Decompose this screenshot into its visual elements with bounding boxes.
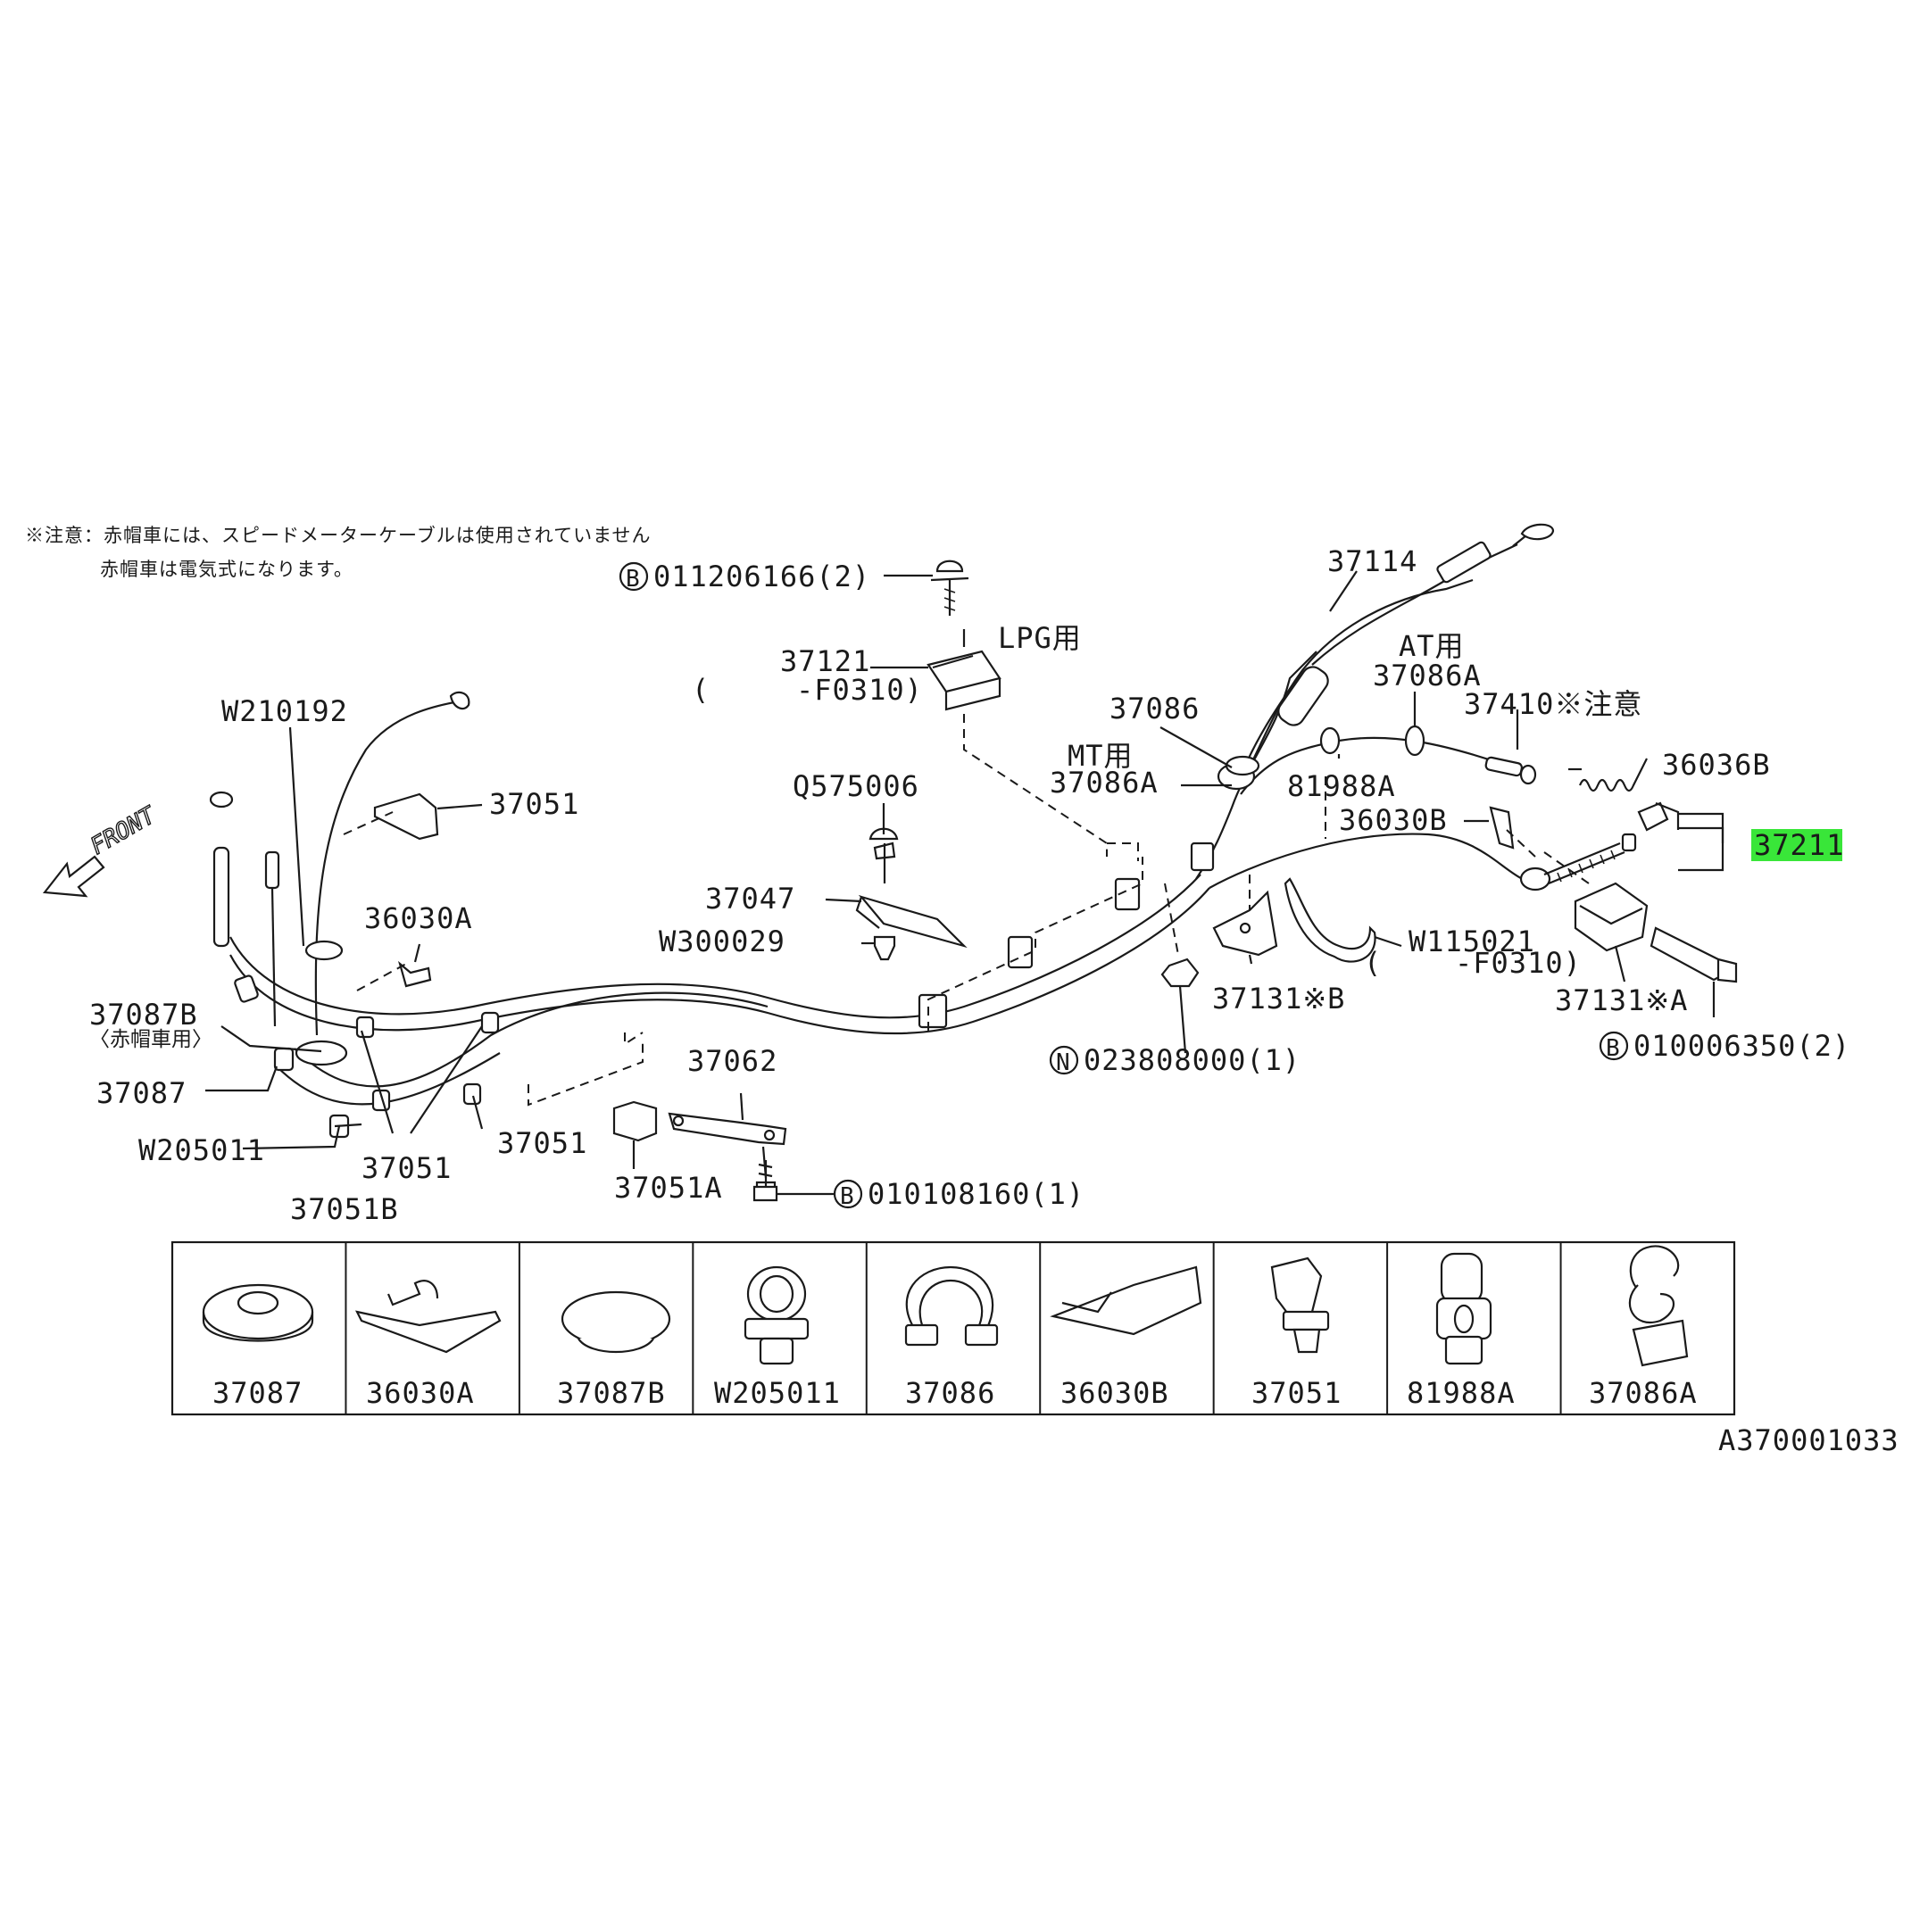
main-cable-bundle — [229, 578, 1541, 1106]
paren-open-b: ( — [1364, 946, 1382, 980]
label-37086A-at: 37086A — [1373, 659, 1482, 692]
label-37051B: 37051B — [290, 1192, 399, 1226]
legend-label-2: 36030A — [366, 1376, 475, 1410]
label-37062: 37062 — [687, 1044, 777, 1078]
part-37121 — [927, 560, 1001, 711]
legend-label-9: 37086A — [1589, 1376, 1698, 1410]
part-37047 — [855, 827, 968, 961]
legend-icon-36030B — [1050, 1265, 1202, 1336]
legend-icon-37051 — [1270, 1256, 1330, 1354]
badge-n-icon — [1049, 1045, 1079, 1075]
bracket-37131A — [1574, 882, 1738, 983]
cable-end-37211 — [1519, 801, 1724, 891]
paren-open-a: ( — [692, 673, 710, 707]
label-w205011: W205011 — [138, 1133, 265, 1167]
legend-icon-W205011 — [744, 1265, 810, 1365]
note-line-1: ※注意：赤帽車には、スピードメーターケーブルは使用されていません — [25, 525, 651, 546]
legend-label-3: 37087B — [557, 1376, 666, 1410]
label-at: AT用 — [1399, 629, 1465, 663]
dashed-reference-lines — [343, 714, 1590, 1107]
label-37211[interactable]: 37211 — [1754, 828, 1844, 862]
label-37086: 37086 — [1109, 692, 1200, 726]
label-37410: 37410※注意 — [1464, 687, 1642, 721]
legend-label-4: W205011 — [714, 1376, 841, 1410]
label-37087: 37087 — [96, 1076, 187, 1110]
badge-n: N — [1056, 1049, 1070, 1076]
label-q575006: Q575006 — [793, 769, 919, 803]
bracket-37131B — [1160, 890, 1278, 988]
badge-b-icon — [619, 561, 649, 592]
legend-label-5: 37086 — [905, 1376, 995, 1410]
label-37051-top: 37051 — [489, 787, 579, 821]
label-36030A: 36030A — [364, 901, 473, 935]
label-010108160: 010108160(1) — [868, 1177, 1084, 1211]
clip-36030A-icon — [397, 960, 432, 988]
label-37121: 37121 — [780, 644, 870, 678]
label-37114: 37114 — [1327, 544, 1417, 578]
label-010006350: 010006350(2) — [1633, 1029, 1850, 1063]
label-37051-right: 37051 — [497, 1126, 587, 1160]
spring-36036B-icon — [1578, 758, 1648, 792]
label-36030B: 36030B — [1339, 803, 1448, 837]
front-arrow-icon — [42, 855, 105, 898]
label-023808000: 023808000(1) — [1084, 1043, 1301, 1077]
label-36036B: 36036B — [1662, 748, 1771, 782]
label-37087B-sub: 〈赤帽車用〉 — [89, 1028, 212, 1051]
legend-icon-36030A — [354, 1280, 502, 1354]
legend-icon-37087B — [561, 1290, 671, 1353]
label-f0310-b: -F0310) — [1455, 946, 1582, 980]
legend-table: 37087 36030A 37087B W205011 37086 36030B… — [170, 1240, 1736, 1416]
badge-b: B — [626, 566, 640, 593]
labels: 37114 B 011206166(2) LPG用 37121 ( -F0310… — [89, 544, 1850, 1226]
nut-icon — [1160, 958, 1200, 988]
label-37051-mid: 37051 — [362, 1151, 452, 1185]
badge-b2: B — [840, 1183, 854, 1210]
diagram-code: A370001033 — [1718, 1423, 1899, 1457]
left-cable-ends — [209, 691, 470, 1066]
label-w210192: W210192 — [221, 694, 348, 728]
note-line-2: 赤帽車は電気式になります。 — [100, 559, 353, 580]
clip-37051A-icon — [612, 1100, 658, 1142]
legend-label-1: 37087 — [212, 1376, 303, 1410]
highlight-37211 — [1751, 829, 1842, 861]
cable-clips-right — [1319, 725, 1537, 785]
legend-icon-37086A — [1628, 1245, 1689, 1367]
label-w300029: W300029 — [659, 925, 785, 958]
label-f0310-a: -F0310) — [796, 673, 923, 707]
leader-lines — [205, 570, 1724, 1196]
badge-b2-icon — [833, 1179, 863, 1209]
badge-b3: B — [1606, 1035, 1620, 1062]
strap-W115021-icon — [1284, 877, 1376, 963]
clip-37051-top-icon — [373, 792, 439, 841]
label-37131A: 37131※A — [1555, 983, 1688, 1017]
label-37051A: 37051A — [614, 1171, 723, 1205]
label-37047: 37047 — [705, 882, 795, 916]
legend-icon-81988A — [1435, 1252, 1492, 1365]
label-37086A-mt: 37086A — [1050, 766, 1159, 800]
clip-36030B-icon — [1489, 806, 1515, 850]
label-37087B: 37087B — [89, 998, 198, 1032]
label-81988A: 81988A — [1287, 769, 1396, 803]
label-w115021: W115021 — [1409, 925, 1535, 958]
label-011206166: 011206166(2) — [653, 560, 870, 593]
label-lpg: LPG用 — [998, 621, 1082, 655]
badge-b3-icon — [1599, 1031, 1629, 1061]
legend-icon-37087 — [202, 1283, 314, 1342]
label-mt: MT用 — [1068, 739, 1134, 773]
legend-icon-37086 — [904, 1265, 999, 1347]
legend-label-6: 36030B — [1060, 1376, 1169, 1410]
legend-label-8: 81988A — [1407, 1376, 1516, 1410]
bolt-010108160-icon — [752, 1160, 778, 1202]
legend-label-7: 37051 — [1251, 1376, 1342, 1410]
front-label: FRONT — [87, 801, 162, 860]
cable-37114 — [1239, 523, 1555, 777]
label-37131B: 37131※B — [1212, 982, 1345, 1016]
